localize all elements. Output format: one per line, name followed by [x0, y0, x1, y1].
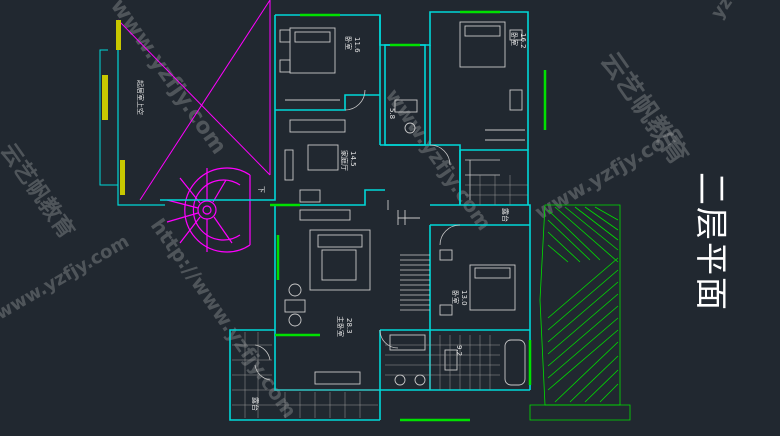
- room-area-label: 16.2: [519, 33, 527, 49]
- watermark-text: 云艺帆教育: [0, 139, 79, 244]
- void-outline: [99, 0, 271, 206]
- room-area-label: 5.8: [388, 108, 396, 119]
- stair-direction-mark: 下: [257, 186, 265, 193]
- room-name-label: 露台: [501, 208, 510, 222]
- spiral-stair: [166, 167, 251, 253]
- room-area-label: 28.3: [345, 318, 353, 334]
- room-name-label: 卧室: [510, 32, 519, 46]
- walls: [160, 11, 531, 421]
- watermark-text: yzfjy.com: [707, 0, 779, 23]
- watermark-text: www.yzfjy.com: [0, 231, 133, 324]
- watermark-text: www.yzfjy.com: [531, 120, 688, 224]
- room-name-label: 主卧室: [336, 316, 345, 337]
- room-area-label: 11.6: [353, 37, 361, 53]
- room-name-label: 家庭厅: [340, 150, 349, 171]
- room-name-label: 起居室上空: [136, 80, 145, 115]
- window-marks: [270, 10, 547, 422]
- room-area-label: 13.0: [460, 290, 468, 306]
- roof-hatch: [529, 204, 631, 421]
- room-name-label: 卧室: [344, 36, 353, 50]
- watermark-layer: 云艺帆教育 www.yzfjy.com http://www.yzfjy.com…: [0, 0, 779, 422]
- room-labels: 起居室上空 卧室 11.6 卧室 16.2 5.8 家庭厅 14.5 露台 主卧…: [136, 32, 527, 411]
- tile-grid-bath: [385, 175, 528, 390]
- drawing-title: 二层平面: [692, 172, 731, 312]
- room-name-label: 露台: [251, 397, 260, 411]
- furniture: [279, 21, 526, 386]
- room-name-label: 卧室: [451, 290, 460, 304]
- room-area-label: 14.5: [349, 151, 357, 167]
- watermark-text: www.yzfjy.com: [105, 0, 231, 159]
- tile-grid-terrace: [232, 332, 378, 418]
- room-area-label: 9.2: [455, 345, 463, 356]
- doors-and-closets: [254, 89, 500, 381]
